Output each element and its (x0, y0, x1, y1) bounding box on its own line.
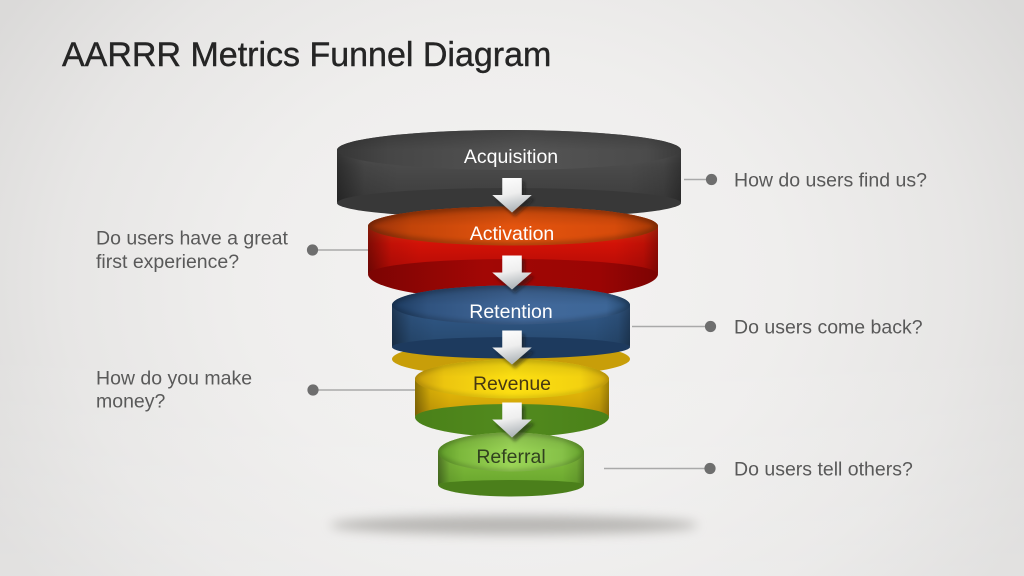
svg-text:Do users have a great: Do users have a great (96, 227, 288, 249)
svg-text:Activation: Activation (470, 223, 555, 245)
svg-text:Do users come back?: Do users come back? (734, 316, 923, 338)
svg-text:Revenue: Revenue (473, 373, 551, 395)
svg-text:Retention: Retention (469, 301, 552, 323)
svg-text:How do users find us?: How do users find us? (734, 169, 927, 191)
svg-text:Do users tell others?: Do users tell others? (734, 458, 913, 480)
svg-text:Acquisition: Acquisition (464, 146, 558, 168)
svg-text:first experience?: first experience? (96, 251, 239, 273)
svg-text:How do you make: How do you make (96, 368, 252, 390)
svg-text:Referral: Referral (476, 446, 545, 468)
svg-text:AARRR Metrics Funnel Diagram: AARRR Metrics Funnel Diagram (62, 36, 551, 74)
svg-text:money?: money? (96, 390, 166, 412)
